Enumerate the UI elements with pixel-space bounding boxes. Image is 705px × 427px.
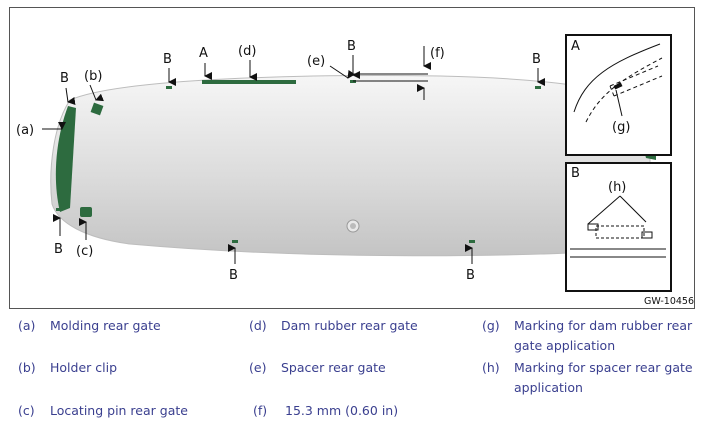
inset-a-glass-edge	[573, 43, 661, 113]
label-f: (f)	[430, 46, 445, 61]
label-c: (c)	[76, 244, 93, 259]
inset-b-spacer-right	[641, 231, 653, 239]
legend-text: Spacer rear gate	[281, 360, 386, 375]
arrow-b2	[89, 84, 104, 102]
inset-a-dam-inner	[609, 65, 663, 97]
figure-frame: B (b) (a) B (c) B A (d) (e) B (f) B B B …	[9, 7, 695, 309]
legend-key: (f)	[253, 403, 268, 418]
legend-key: (b)	[18, 360, 36, 375]
spacer-mark	[166, 86, 172, 89]
dam-rubber	[202, 80, 296, 84]
arrow-b1	[65, 87, 76, 105]
legend-text: Holder clip	[50, 360, 118, 375]
inset-b-leaders	[587, 195, 647, 225]
inset-a: A (g)	[565, 34, 672, 156]
label-b2: (b)	[84, 69, 102, 84]
label-b1: B	[60, 71, 69, 86]
label-b5: B	[347, 39, 356, 54]
inset-b-label: (h)	[608, 180, 626, 195]
legend-text: Marking for spacer rear gate application	[514, 360, 693, 395]
legend-key: (a)	[18, 318, 36, 333]
legend-key: (g)	[482, 318, 500, 333]
locating-pin	[80, 207, 92, 217]
label-b7: B	[229, 268, 238, 283]
legend-text: Molding rear gate	[50, 318, 161, 333]
label-b6: B	[532, 52, 541, 67]
label-a: (a)	[16, 123, 34, 138]
washer-nozzle-center	[350, 223, 356, 229]
legend-text: 15.3 mm (0.60 in)	[285, 403, 399, 418]
holder-clip	[90, 102, 104, 116]
label-b3: B	[54, 242, 63, 257]
legend-text: Marking for dam rubber rear gate applica…	[514, 318, 693, 353]
figure-code: GW-10456	[644, 296, 694, 307]
inset-a-leader	[615, 89, 623, 117]
inset-a-dam	[585, 57, 663, 123]
legend: (a) Molding rear gate (b) Holder clip (c…	[0, 309, 705, 427]
legend-key: (c)	[18, 403, 35, 418]
spacer-mark	[56, 208, 62, 211]
label-d: (d)	[238, 44, 256, 59]
inset-b-spacer-left	[587, 223, 599, 231]
spacer-mark	[535, 86, 541, 89]
legend-key: (h)	[482, 360, 500, 375]
inset-b: B (h)	[565, 162, 672, 292]
spacer-mark	[469, 240, 475, 243]
label-e: (e)	[307, 54, 325, 69]
legend-key: (d)	[249, 318, 267, 333]
legend-text: Locating pin rear gate	[50, 403, 188, 418]
legend-key: (e)	[249, 360, 267, 375]
label-b4: B	[163, 52, 172, 67]
rear-gate-diagram: B (b) (a) B (c) B A (d) (e) B (f) B B B …	[16, 34, 694, 307]
label-b8: B	[466, 268, 475, 283]
legend-text: Dam rubber rear gate	[281, 318, 418, 333]
inset-a-mark	[613, 82, 623, 90]
inset-a-label: (g)	[612, 120, 630, 135]
spacer-mark	[232, 240, 238, 243]
label-A: A	[199, 46, 208, 61]
molding-rear-gate	[55, 106, 76, 212]
arrow-e	[329, 65, 356, 79]
inset-a-title: A	[571, 39, 580, 54]
inset-b-title: B	[571, 166, 580, 181]
